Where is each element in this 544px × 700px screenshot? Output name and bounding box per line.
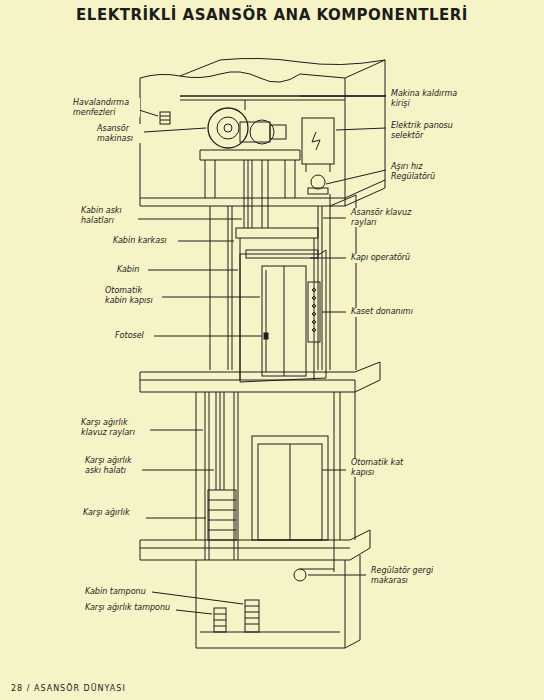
- page-title: ELEKTRİKLİ ASANSÖR ANA KOMPONENTLERİ: [76, 6, 468, 24]
- part-label: Elektrik panosu selektör: [390, 121, 464, 140]
- part-label: Karşı ağırlık klavuz rayları: [80, 418, 150, 437]
- part-label: Makina kaldırma kirişi: [390, 89, 464, 108]
- part-label: Asansör klavuz rayları: [350, 208, 426, 227]
- part-label: Kabin: [116, 265, 148, 275]
- part-label: Asansör makinası: [96, 124, 144, 143]
- part-label: Kabin tamponu: [84, 587, 152, 597]
- part-label: Karşı ağırlık tamponu: [84, 603, 176, 613]
- part-label: Kapı operatörü: [350, 253, 432, 263]
- part-label: Otomatik kabin kapısı: [104, 286, 162, 305]
- part-label: Regülatör gergi makarası: [370, 566, 452, 585]
- part-label: Otomatik kat kapısı: [350, 458, 424, 477]
- part-label: Kabin karkası: [112, 236, 178, 246]
- part-label: Kaset donanımı: [350, 307, 432, 317]
- part-label: Karşı ağırlık askı halatı: [84, 456, 142, 475]
- part-label: Kabin askı halatları: [80, 206, 138, 225]
- part-label: Fotosel: [114, 331, 154, 341]
- part-label: Karşı ağırlık: [82, 508, 144, 518]
- part-label: Havalandırma menfezleri: [72, 98, 140, 117]
- part-label: Aşırı hız Regülatörü: [390, 162, 454, 181]
- page-footer: 28 / ASANSÖR DÜNYASI: [10, 684, 127, 694]
